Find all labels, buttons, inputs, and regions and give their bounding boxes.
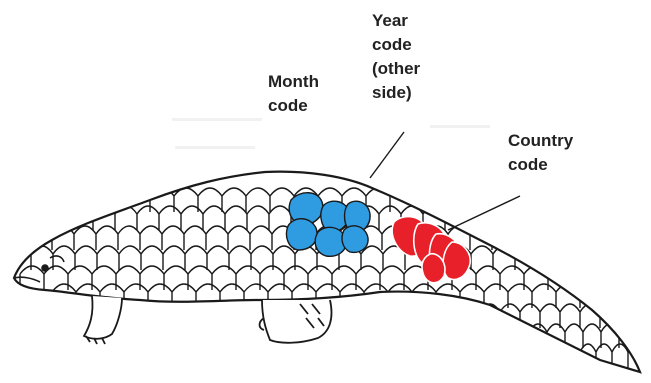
front-leg	[84, 296, 122, 339]
scale-outline	[620, 304, 640, 328]
eye-icon	[42, 265, 48, 271]
scale-outline	[467, 206, 489, 230]
scale-outline	[460, 304, 480, 328]
scale-outline	[604, 284, 628, 308]
scale-outline	[637, 324, 651, 348]
scale-outline	[440, 304, 460, 328]
year-code-label: Year code (other side)	[372, 9, 420, 105]
scale-outline	[537, 246, 559, 270]
scale-outline	[628, 284, 651, 308]
country-code-label: Country code	[508, 129, 573, 177]
scale-outline	[420, 304, 440, 328]
year-leader-line	[370, 132, 404, 178]
scale-outline	[480, 304, 500, 328]
scale-outline	[596, 266, 620, 290]
scale-outline	[514, 226, 536, 250]
scale-outline	[492, 226, 514, 250]
scale-outline	[559, 246, 581, 270]
country-leader-line	[448, 196, 520, 230]
faint-background-marks	[172, 118, 490, 149]
month-code-label: Month code	[268, 70, 319, 118]
month-code-scales	[286, 193, 370, 257]
scale-outline	[572, 266, 596, 290]
pangolin-legs	[84, 296, 332, 344]
pangolin-body-outline	[14, 172, 640, 372]
